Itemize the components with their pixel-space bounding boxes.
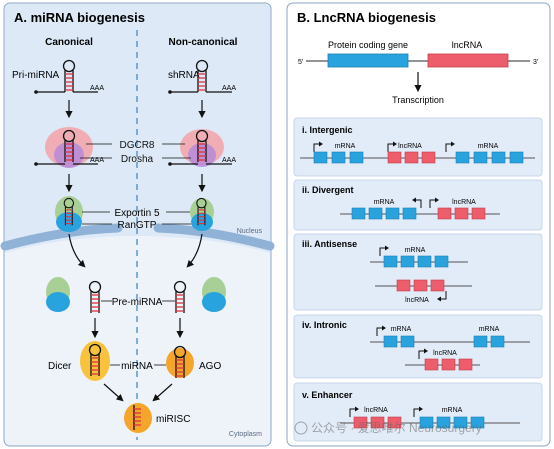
poly-a-tail: AAA (90, 85, 104, 92)
lncrna-label: lncRNA (364, 407, 388, 414)
mrna-label: mRNA (391, 326, 412, 333)
lncrna-exon (427, 53, 509, 68)
nucleus-label: Nucleus (237, 228, 263, 235)
watermark: 公众号 · 爱思唯尔 Neurosurgery (294, 420, 482, 435)
three-prime-label: 3' (533, 59, 538, 66)
pri-mirna-hairpin (34, 59, 98, 94)
exportin-label: Exportin 5 (114, 208, 159, 219)
antisense-title: iii. Antisense (302, 239, 357, 249)
five-prime-label: 5' (298, 59, 303, 66)
mirisc-complex (124, 403, 152, 433)
intronic-box: iv. Intronic mRNA mRNA lncRNA (293, 314, 543, 379)
ago-complex (166, 345, 194, 379)
lncrna-label: lncRNA (398, 143, 422, 150)
microprocessor-canonical (34, 127, 98, 168)
released-exportin-left (46, 277, 70, 312)
mirna-label: miRNA (121, 361, 153, 372)
mirisc-label: miRISC (156, 414, 190, 425)
exportin-complex-noncanonical (190, 197, 214, 231)
poly-a-tail: AAA (90, 157, 104, 164)
cytoplasm-label: Cytoplasm (229, 431, 262, 438)
released-exportin-right (202, 277, 226, 312)
mrna-label: mRNA (335, 143, 356, 150)
pre-mirna-label: Pre-miRNA (112, 297, 163, 308)
arrow (103, 383, 124, 402)
mrna-label: mRNA (479, 326, 500, 333)
antisense-box: iii. Antisense mRNA lncRNA (293, 233, 543, 311)
wechat-icon (294, 421, 308, 435)
intronic-title: iv. Intronic (302, 320, 347, 330)
arrow (68, 233, 86, 268)
lncrna-gene-label: lncRNA (452, 40, 483, 50)
pri-mirna-label: Pri-miRNA (12, 70, 60, 81)
panel-b-title: B. LncRNA biogenesis (297, 10, 436, 25)
intergenic-title: i. Intergenic (302, 125, 353, 135)
mrna-label: mRNA (478, 143, 499, 150)
divergent-title: ii. Divergent (302, 185, 354, 195)
arrow (152, 383, 173, 402)
lncrna-label: lncRNA (433, 350, 457, 357)
dicer-label: Dicer (48, 361, 72, 372)
nuclear-membrane-right (153, 223, 275, 251)
noncanonical-label: Non-canonical (169, 37, 238, 48)
dgcr8-label: DGCR8 (119, 140, 154, 151)
enhancer-box: v. Enhancer lncRNA mRNA (293, 382, 543, 442)
mrna-label: mRNA (374, 199, 395, 206)
lncrna-label: lncRNA (452, 199, 476, 206)
nuclear-membrane-left (0, 223, 123, 251)
mrna-label: mRNA (442, 407, 463, 414)
shrna-hairpin (168, 59, 232, 94)
intergenic-box: i. Intergenic mRNA lncRNA mRNA (293, 117, 543, 177)
drosha-label: Drosha (121, 154, 154, 165)
lncrna-label: lncRNA (405, 297, 429, 304)
poly-a-tail-shrna: AAA (222, 85, 236, 92)
microprocessor-noncanonical (168, 129, 232, 167)
ago-label: AGO (199, 361, 221, 372)
arrow (186, 233, 203, 268)
exportin-complex-canonical (55, 196, 83, 232)
mrna-label: mRNA (405, 247, 426, 254)
poly-a-tail-shrna: AAA (222, 157, 236, 164)
transcription-label: Transcription (392, 95, 444, 105)
canonical-label: Canonical (45, 37, 93, 48)
divergent-box: ii. Divergent mRNA lncRNA (293, 179, 543, 231)
rangtp-label: RanGTP (118, 220, 157, 231)
protein-coding-gene-label: Protein coding gene (328, 40, 408, 50)
panel-a-title: A. miRNA biogenesis (14, 10, 145, 25)
panel-b: B. LncRNA biogenesis Protein coding gene… (286, 2, 551, 447)
protein-coding-exon (327, 53, 409, 68)
shrna-label: shRNA (168, 70, 200, 81)
enhancer-title: v. Enhancer (302, 390, 353, 400)
watermark-text: 公众号 · 爱思唯尔 Neurosurgery (311, 420, 482, 435)
dicer-complex (80, 341, 110, 381)
panel-a: A. miRNA biogenesis Canonical Non-canoni… (0, 2, 275, 447)
